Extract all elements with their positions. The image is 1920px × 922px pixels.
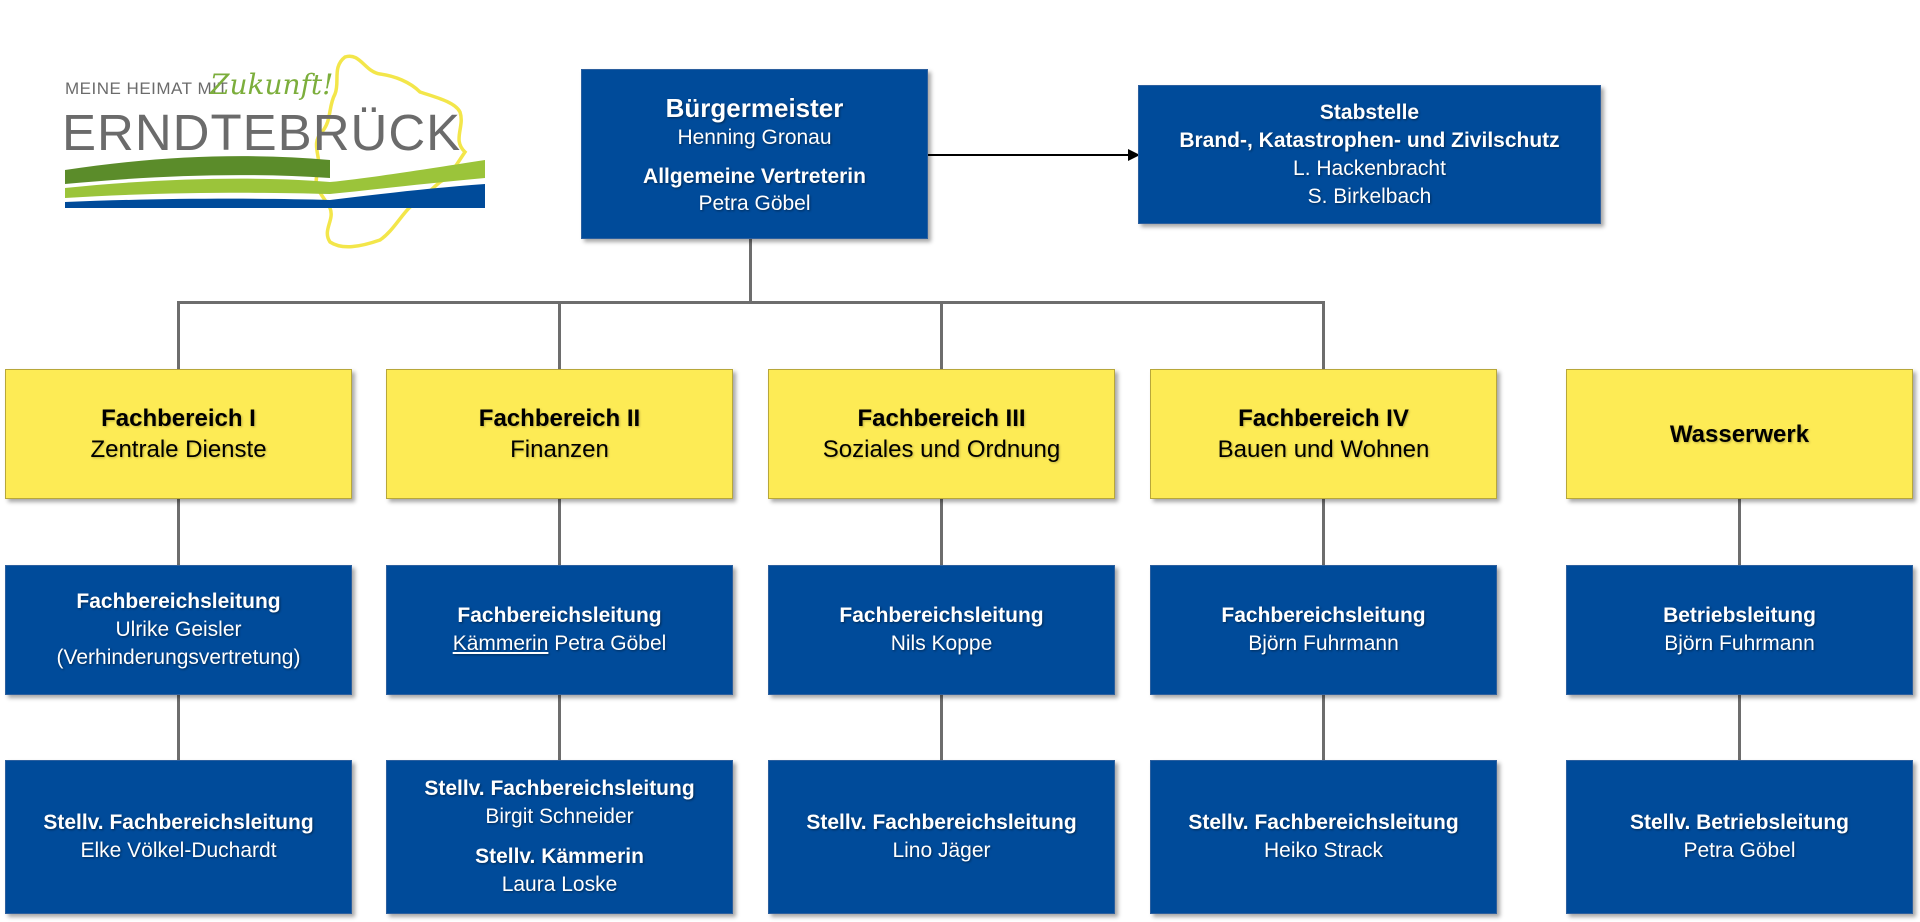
lead-role: Fachbereichsleitung xyxy=(839,604,1044,627)
staff-person-2: S. Birkelbach xyxy=(1307,184,1432,208)
department-title: Fachbereich IV xyxy=(1238,405,1409,432)
lead-role: Fachbereichsleitung xyxy=(457,604,662,627)
connector-fb4-lead xyxy=(1322,499,1325,565)
department-title: Fachbereich III xyxy=(857,405,1026,432)
staff-title: Stabstelle xyxy=(1319,100,1420,124)
connector-mayor-down xyxy=(749,238,752,304)
deputy-name-2: Laura Loske xyxy=(501,873,618,896)
logo-tagline: MEINE HEIMAT MIT xyxy=(65,79,228,98)
connector-drop-fb1 xyxy=(177,301,180,369)
connector-fb2-lead xyxy=(558,499,561,565)
deputy-name: Elke Völkel-Duchardt xyxy=(80,839,277,862)
lead-role: Fachbereichsleitung xyxy=(1221,604,1426,627)
green-light-swoosh xyxy=(65,160,485,198)
lead-name: Björn Fuhrmann xyxy=(1248,632,1399,655)
deputy-role: Stellv. Betriebsleitung xyxy=(1630,811,1849,834)
waterworks-box: Wasserwerk xyxy=(1566,369,1913,499)
lead-name-underlined: Kämmerin xyxy=(452,632,549,655)
lead-name-line: Kämmerin Petra Göbel xyxy=(453,630,667,658)
connector-fb4-deputy xyxy=(1322,694,1325,760)
department-title: Fachbereich II xyxy=(478,405,641,432)
lead-role: Fachbereichsleitung xyxy=(76,590,281,613)
department-subtitle: Zentrale Dienste xyxy=(90,436,267,463)
lead-name: Ulrike Geisler xyxy=(115,618,242,641)
connector-drop-fb4 xyxy=(1322,301,1325,369)
department-subtitle: Finanzen xyxy=(510,436,609,463)
deputy-box-fb2: Stellv. Fachbereichsleitung Birgit Schne… xyxy=(386,760,733,914)
lead-box-waterworks: Betriebsleitung Björn Fuhrmann xyxy=(1566,565,1913,695)
connector-fb2-deputy xyxy=(558,694,561,760)
lead-box-fb2: Fachbereichsleitung Kämmerin Petra Göbel xyxy=(386,565,733,695)
connector-fb1-deputy xyxy=(177,694,180,760)
lead-note: (Verhinderungsvertretung) xyxy=(56,646,301,669)
deputy-box-fb3: Stellv. Fachbereichsleitung Lino Jäger xyxy=(768,760,1115,914)
deputy-name: Heiko Strack xyxy=(1263,839,1384,862)
erndtebrueck-logo: MEINE HEIMAT MIT Zukunft! ERNDTEBRÜCK xyxy=(62,54,485,249)
connector-staff xyxy=(928,154,1128,156)
staff-person-1: L. Hackenbracht xyxy=(1293,156,1446,180)
department-box-fb4: Fachbereich IV Bauen und Wohnen xyxy=(1150,369,1497,499)
deputy-role-2: Stellv. Kämmerin xyxy=(475,845,644,868)
deputy-role: Stellv. Fachbereichsleitung xyxy=(806,811,1077,834)
lead-box-fb1: Fachbereichsleitung Ulrike Geisler (Verh… xyxy=(5,565,352,695)
logo-name: ERNDTEBRÜCK xyxy=(62,104,461,161)
mayor-title: Bürgermeister xyxy=(665,93,844,123)
lead-role: Betriebsleitung xyxy=(1663,604,1816,627)
connector-ww-lead xyxy=(1738,499,1741,565)
deputy-role: Stellv. Fachbereichsleitung xyxy=(43,811,314,834)
connector-fb3-deputy xyxy=(940,694,943,760)
arrow-head-icon xyxy=(1128,149,1140,161)
department-subtitle: Bauen und Wohnen xyxy=(1217,436,1430,463)
connector-fb3-lead xyxy=(940,499,943,565)
lead-name: Nils Koppe xyxy=(890,632,993,655)
deputy-box-waterworks: Stellv. Betriebsleitung Petra Göbel xyxy=(1566,760,1913,914)
deputy-role: Stellv. Fachbereichsleitung xyxy=(424,777,695,800)
department-box-fb1: Fachbereich I Zentrale Dienste xyxy=(5,369,352,499)
mayor-box: Bürgermeister Henning Gronau Allgemeine … xyxy=(581,69,928,239)
lead-name: Petra Göbel xyxy=(548,632,667,655)
connector-drop-fb3 xyxy=(940,301,943,369)
staff-box: Stabstelle Brand-, Katastrophen- und Ziv… xyxy=(1138,85,1601,224)
deputy-name: Birgit Schneider xyxy=(485,805,634,828)
connector-horizontal-bus xyxy=(177,301,1325,304)
lead-name: Björn Fuhrmann xyxy=(1664,632,1815,655)
department-subtitle: Soziales und Ordnung xyxy=(822,436,1061,463)
deputy-box-fb1: Stellv. Fachbereichsleitung Elke Völkel-… xyxy=(5,760,352,914)
department-box-fb3: Fachbereich III Soziales und Ordnung xyxy=(768,369,1115,499)
lead-box-fb4: Fachbereichsleitung Björn Fuhrmann xyxy=(1150,565,1497,695)
connector-ww-deputy xyxy=(1738,694,1741,760)
mayor-name: Henning Gronau xyxy=(677,126,832,149)
staff-subtitle: Brand-, Katastrophen- und Zivilschutz xyxy=(1179,128,1560,152)
department-box-fb2: Fachbereich II Finanzen xyxy=(386,369,733,499)
deputy-name: Petra Göbel xyxy=(1683,839,1796,862)
green-dark-swoosh xyxy=(65,156,330,184)
connector-drop-fb2 xyxy=(558,301,561,369)
waterworks-title: Wasserwerk xyxy=(1669,420,1810,448)
connector-fb1-lead xyxy=(177,499,180,565)
department-title: Fachbereich I xyxy=(101,405,256,432)
deputy-name: Petra Göbel xyxy=(698,192,811,215)
lead-box-fb3: Fachbereichsleitung Nils Koppe xyxy=(768,565,1115,695)
blue-swoosh xyxy=(65,184,485,208)
deputy-name: Lino Jäger xyxy=(892,839,991,862)
deputy-title: Allgemeine Vertreterin xyxy=(643,165,866,188)
logo-script: Zukunft! xyxy=(209,68,333,101)
deputy-box-fb4: Stellv. Fachbereichsleitung Heiko Strack xyxy=(1150,760,1497,914)
deputy-role: Stellv. Fachbereichsleitung xyxy=(1188,811,1459,834)
